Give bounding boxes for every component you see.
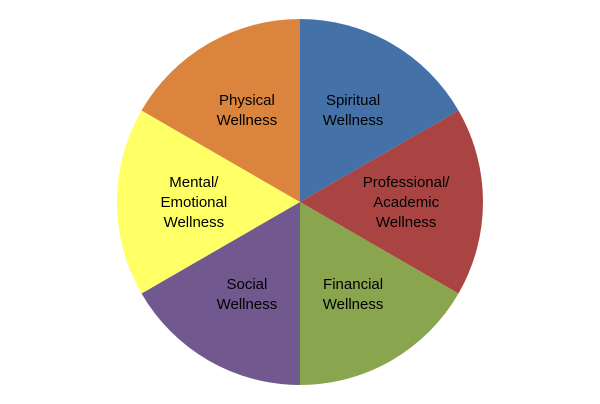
label-financial-line: Financial	[323, 276, 383, 293]
label-social-line: Social	[227, 276, 268, 293]
slice-mental	[117, 110, 300, 294]
label-spiritual-line: Spiritual	[326, 92, 380, 109]
label-professional-line: Professional/	[363, 174, 451, 191]
slice-professional	[300, 110, 483, 294]
slice-financial	[300, 202, 459, 385]
label-mental-line: Mental/	[169, 174, 219, 191]
wheel-slices	[117, 19, 483, 385]
label-mental-line: Emotional	[161, 194, 228, 211]
slice-physical	[141, 19, 300, 202]
label-social-line: Wellness	[217, 296, 278, 313]
label-professional-line: Wellness	[376, 214, 437, 231]
label-physical-line: Wellness	[217, 112, 278, 129]
label-mental-line: Wellness	[164, 214, 225, 231]
slice-social	[141, 202, 300, 385]
label-physical-line: Physical	[219, 92, 275, 109]
label-professional-line: Academic	[373, 194, 439, 211]
label-spiritual-line: Wellness	[323, 112, 384, 129]
label-financial-line: Wellness	[323, 296, 384, 313]
slice-spiritual	[300, 19, 459, 202]
